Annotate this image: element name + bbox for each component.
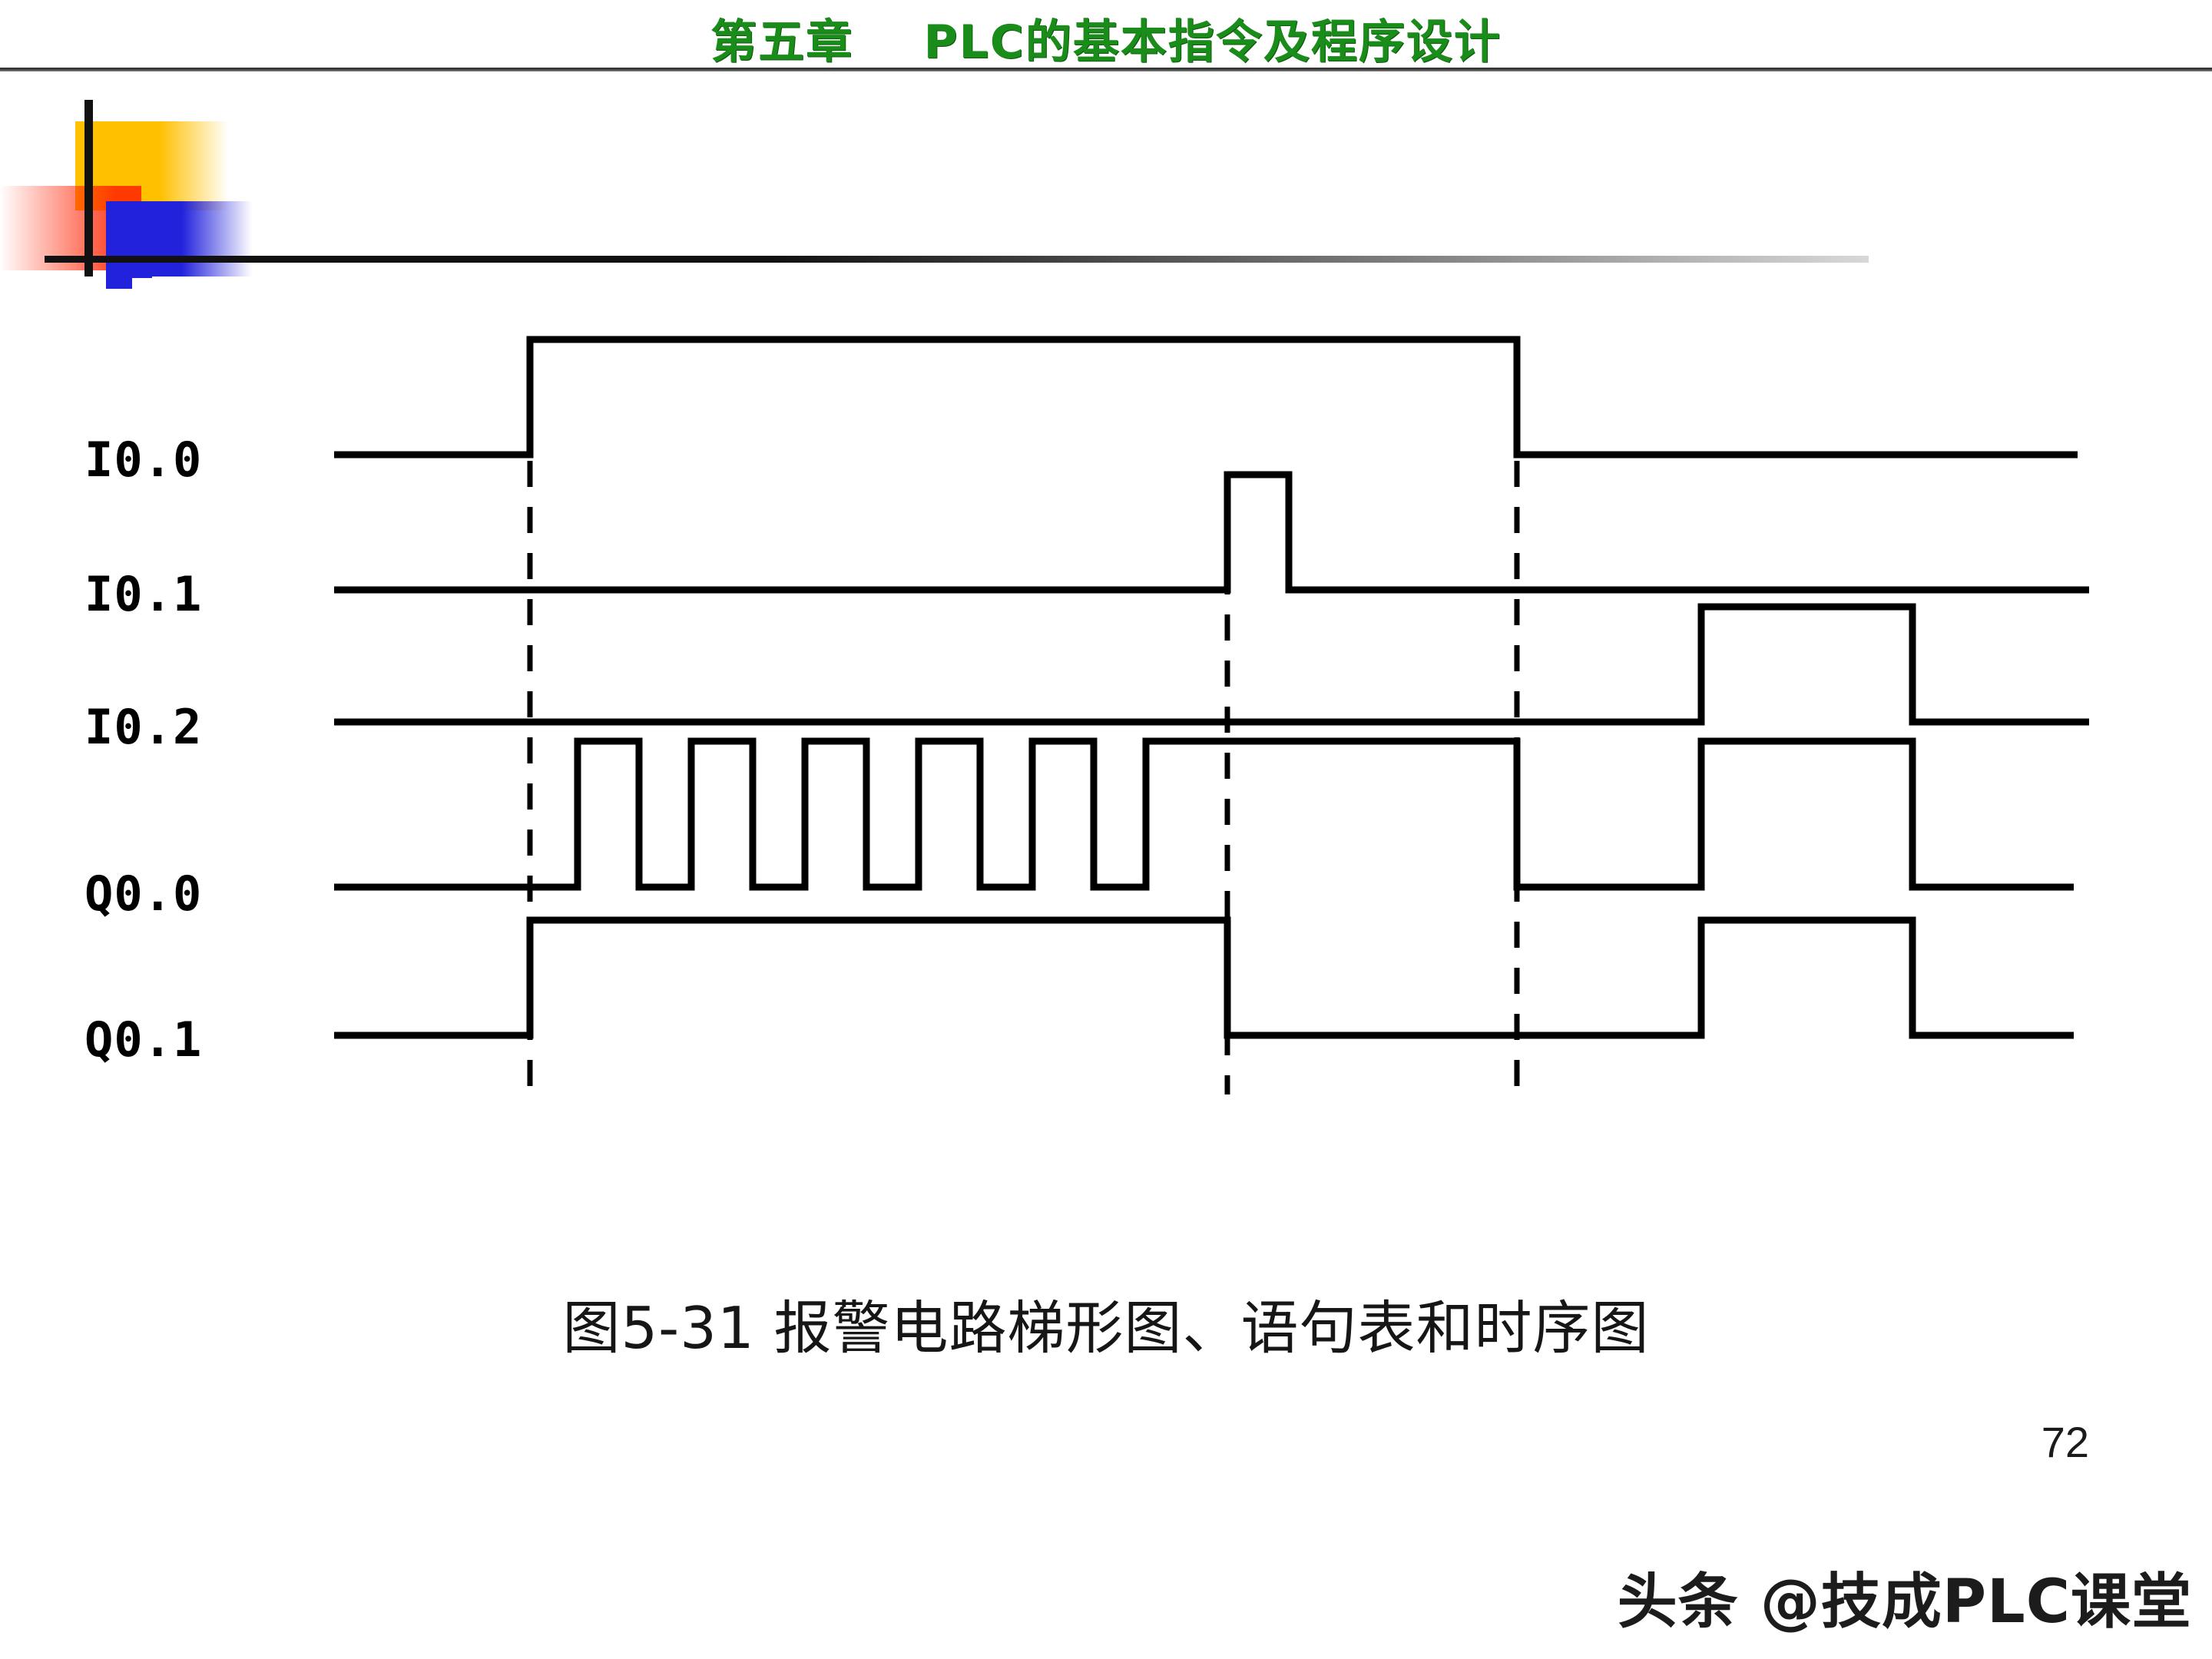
signal-labels-group: I0.0I0.1I0.2Q0.0Q0.1 bbox=[84, 432, 202, 1068]
page-number: 72 bbox=[2041, 1418, 2089, 1466]
signal-label-Q0-1: Q0.1 bbox=[84, 1012, 202, 1068]
waveform-Q0-1 bbox=[334, 916, 2074, 1039]
signal-label-Q0-0: Q0.0 bbox=[84, 866, 202, 922]
waveform-I0-0 bbox=[334, 336, 2078, 459]
decorative-logo bbox=[0, 100, 1869, 353]
timing-diagram-svg: I0.0I0.1I0.2Q0.0Q0.1 bbox=[84, 336, 2089, 1094]
waveform-I0-1 bbox=[334, 471, 2089, 594]
signal-label-I0-0: I0.0 bbox=[84, 432, 202, 488]
waveforms-group bbox=[334, 336, 2089, 1039]
horizontal-rule-icon bbox=[45, 256, 1869, 263]
signal-label-I0-2: I0.2 bbox=[84, 699, 202, 755]
waveform-Q0-0 bbox=[334, 737, 2074, 891]
signal-label-I0-1: I0.1 bbox=[84, 566, 202, 622]
page-title: 第五章 PLC的基本指令及程序设计 bbox=[710, 15, 1502, 69]
blue-foot-secondary-icon bbox=[106, 263, 152, 278]
marker-lines-group bbox=[527, 461, 1520, 1094]
watermark: 头条 @技成PLC课堂 bbox=[1617, 1568, 2192, 1637]
waveform-I0-2 bbox=[334, 603, 2089, 726]
figure-caption: 图5-31 报警电路梯形图、语句表和时序图 bbox=[562, 1294, 1650, 1362]
slide-header: 第五章 PLC的基本指令及程序设计 bbox=[0, 0, 2212, 77]
vertical-rule-icon bbox=[84, 100, 93, 276]
header-divider bbox=[0, 68, 2212, 71]
